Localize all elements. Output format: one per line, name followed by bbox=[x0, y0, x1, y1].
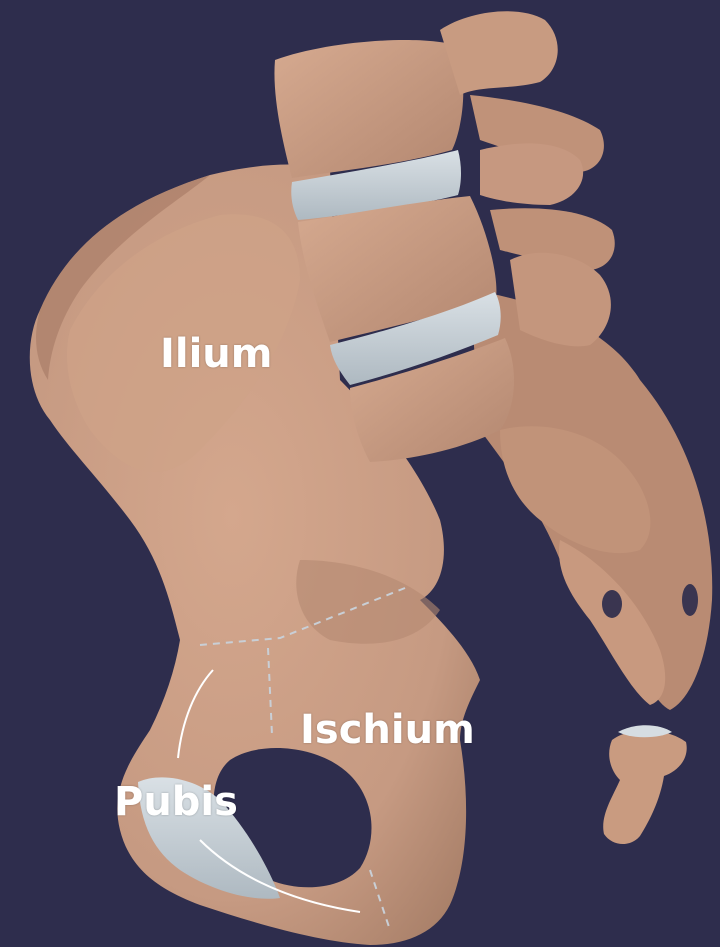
label-ilium: Ilium bbox=[160, 334, 272, 374]
label-ischium: Ischium bbox=[300, 710, 475, 750]
coccyx bbox=[603, 725, 686, 844]
label-pubis: Pubis bbox=[114, 782, 238, 822]
